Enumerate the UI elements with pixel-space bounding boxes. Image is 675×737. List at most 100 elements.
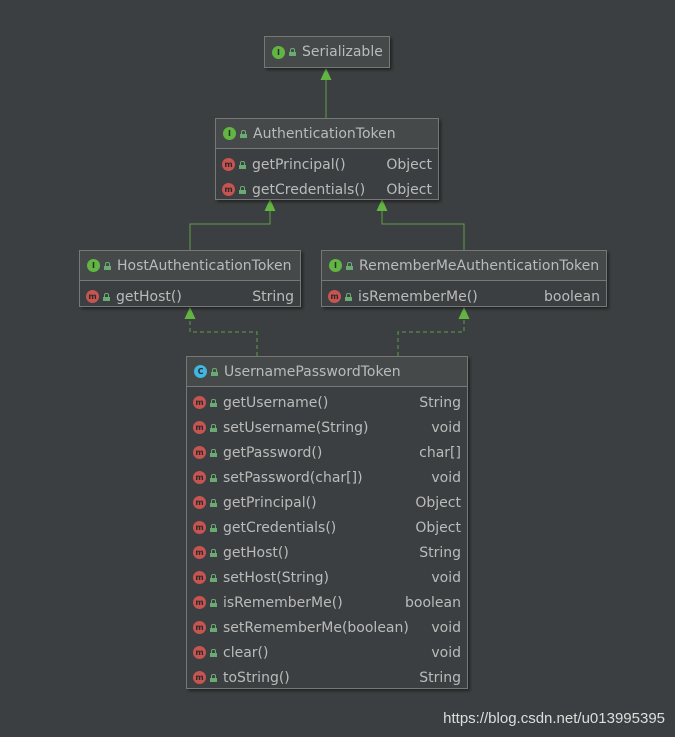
method-return-type: boolean [405, 594, 461, 611]
method-icon: m [193, 471, 206, 484]
watermark: https://blog.csdn.net/u013995395 [443, 710, 665, 727]
method-row: m setPassword(char[]) void [187, 465, 467, 490]
access-lock-icon [239, 185, 246, 194]
method-signature: getPassword() [223, 444, 323, 461]
method-icon: m [222, 183, 235, 196]
method-row: m getPrincipal() Object [216, 152, 438, 177]
access-lock-icon [345, 292, 352, 301]
method-row: m setUsername(String) void [187, 415, 467, 440]
method-row: m isRememberMe() boolean [187, 590, 467, 615]
method-row: m getCredentials() Object [216, 177, 438, 202]
method-signature: setUsername(String) [223, 419, 369, 436]
method-return-type: Object [386, 156, 432, 173]
method-row: m getUsername() String [187, 390, 467, 415]
method-signature: isRememberMe() [223, 594, 343, 611]
access-lock-icon [210, 473, 217, 482]
method-icon: m [86, 290, 99, 303]
interface-icon: I [87, 259, 100, 272]
node-header: I HostAuthenticationToken [80, 251, 300, 281]
method-signature: getHost() [116, 288, 182, 305]
access-lock-icon [210, 673, 217, 682]
node-header: I RememberMeAuthenticationToken [322, 251, 606, 281]
method-list: m getUsername() String m setUsername(Str… [187, 387, 467, 690]
method-signature: getCredentials() [252, 181, 366, 198]
method-signature: getHost() [223, 544, 289, 561]
method-list: m isRememberMe() boolean [322, 281, 606, 309]
method-row: m setHost(String) void [187, 565, 467, 590]
method-signature: getCredentials() [223, 519, 337, 536]
method-icon: m [193, 546, 206, 559]
method-signature: isRememberMe() [358, 288, 478, 305]
method-row: m getPrincipal() Object [187, 490, 467, 515]
access-lock-icon [240, 129, 247, 138]
method-icon: m [193, 446, 206, 459]
method-return-type: void [431, 569, 461, 586]
method-signature: getPrincipal() [223, 494, 317, 511]
node-host-authentication-token[interactable]: I HostAuthenticationToken m getHost() St… [79, 250, 301, 307]
method-icon: m [193, 571, 206, 584]
method-row: m getCredentials() Object [187, 515, 467, 540]
access-lock-icon [210, 423, 217, 432]
node-title: HostAuthenticationToken [117, 257, 292, 274]
method-return-type: void [431, 419, 461, 436]
class-icon: C [194, 365, 207, 378]
method-list: m getHost() String [80, 281, 300, 309]
method-icon: m [193, 396, 206, 409]
edge-host-authentication-token-to-authentication-token [189, 207, 271, 250]
method-return-type: String [252, 288, 294, 305]
method-icon: m [193, 621, 206, 634]
arrowhead-authentication-token-left [264, 199, 276, 211]
node-authentication-token[interactable]: I AuthenticationToken m getPrincipal() O… [215, 118, 439, 200]
method-signature: clear() [223, 644, 269, 661]
method-return-type: boolean [544, 288, 600, 305]
node-serializable[interactable]: I Serializable [264, 36, 390, 68]
access-lock-icon [211, 367, 218, 376]
method-signature: getUsername() [223, 394, 329, 411]
method-signature: setRememberMe(boolean) [223, 619, 409, 636]
edge-username-password-token-to-host-authentication-token [189, 316, 258, 356]
method-row: m toString() String [187, 665, 467, 690]
arrowhead-authentication-token-right [376, 199, 388, 211]
access-lock-icon [210, 523, 217, 532]
interface-icon: I [223, 127, 236, 140]
access-lock-icon [346, 261, 353, 270]
node-title: Serializable [302, 44, 383, 60]
access-lock-icon [210, 573, 217, 582]
node-header: I Serializable [265, 37, 389, 67]
node-username-password-token[interactable]: C UsernamePasswordToken m getUsername() … [186, 356, 468, 689]
access-lock-icon [210, 398, 217, 407]
access-lock-icon [103, 292, 110, 301]
method-icon: m [222, 158, 235, 171]
method-icon: m [193, 421, 206, 434]
arrowhead-remember-me-authentication-token [458, 307, 470, 319]
method-signature: setHost(String) [223, 569, 329, 586]
method-row: m getHost() String [80, 284, 300, 309]
edge-username-password-token-to-remember-me-authentication-token [397, 316, 465, 356]
interface-icon: I [329, 259, 342, 272]
arrowhead-serializable [320, 68, 332, 80]
access-lock-icon [210, 498, 217, 507]
access-lock-icon [210, 623, 217, 632]
method-row: m clear() void [187, 640, 467, 665]
method-list: m getPrincipal() Object m getCredentials… [216, 149, 438, 202]
access-lock-icon [210, 548, 217, 557]
method-signature: setPassword(char[]) [223, 469, 363, 486]
node-title: AuthenticationToken [253, 125, 396, 142]
access-lock-icon [104, 261, 111, 270]
method-signature: getPrincipal() [252, 156, 346, 173]
node-header: I AuthenticationToken [216, 119, 438, 149]
node-remember-me-authentication-token[interactable]: I RememberMeAuthenticationToken m isReme… [321, 250, 607, 307]
access-lock-icon [210, 448, 217, 457]
method-return-type: Object [415, 494, 461, 511]
method-row: m isRememberMe() boolean [322, 284, 606, 309]
node-title: RememberMeAuthenticationToken [359, 257, 600, 274]
method-icon: m [193, 671, 206, 684]
method-return-type: char[] [419, 444, 461, 461]
method-return-type: String [419, 394, 461, 411]
method-return-type: void [431, 619, 461, 636]
interface-icon: I [272, 45, 285, 59]
access-lock-icon [210, 598, 217, 607]
access-lock-icon [210, 648, 217, 657]
arrowhead-host-authentication-token [184, 307, 196, 319]
